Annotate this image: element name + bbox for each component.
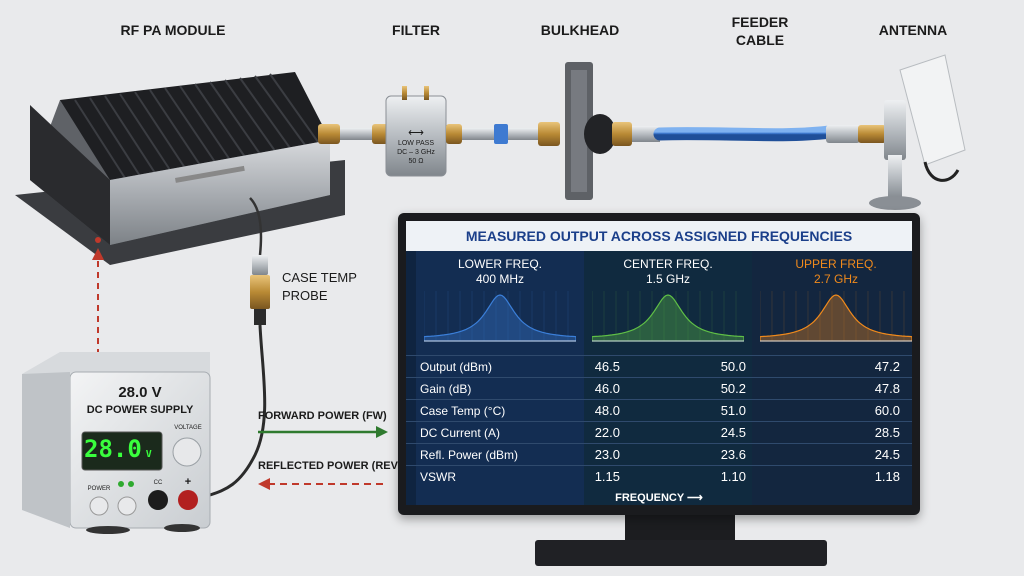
label-antenna: ANTENNA (878, 22, 948, 38)
psu-power-button[interactable] (90, 497, 108, 515)
label-cable: CABLE (735, 32, 785, 48)
psu-power-label: POWER (87, 486, 111, 492)
row-value: 50.2 (720, 381, 746, 396)
psu-title-voltage: 28.0 V (118, 384, 162, 401)
column-lower-freq: LOWER FREQ. 400 MHz (416, 251, 585, 505)
row-value: 51.0 (720, 403, 746, 418)
row-value: 50.0 (720, 359, 746, 374)
table-row: Case Temp (°C) 48.0 51.0 60.0 (406, 399, 912, 422)
coax-cable-filter-bulkhead (446, 122, 560, 146)
row-value: 1.15 (594, 469, 620, 484)
filter-impedance: 50 Ω (408, 158, 424, 165)
spectrum-curve (760, 294, 912, 342)
column-upper-freq: UPPER FREQ. 2.7 GHz (752, 251, 912, 505)
bulkhead-plate (565, 62, 632, 200)
column-upper-header: UPPER FREQ. 2.7 GHz (752, 257, 912, 287)
psu-display-unit: V (145, 449, 152, 460)
case-temp-probe (209, 197, 270, 497)
row-label: DC Current (A) (420, 426, 501, 440)
column-lower-freq-value: 400 MHz (475, 272, 525, 286)
table-row: VSWR 1.15 1.10 1.18 (406, 465, 912, 488)
row-label: Output (dBm) (420, 360, 493, 374)
label-bulkhead: BULKHEAD (540, 22, 620, 38)
rf-pa-module (15, 72, 345, 265)
row-value: 24.5 (720, 425, 746, 440)
psu-voltage-knob[interactable] (173, 438, 201, 466)
label-case-temp: CASE TEMP (282, 270, 357, 285)
label-forward-power: FORWARD POWER (FW) (258, 410, 387, 422)
psu-knob-label: VOLTAGE (174, 425, 202, 431)
row-label: VSWR (420, 470, 456, 484)
row-value: 28.5 (874, 425, 900, 440)
row-value: 1.10 (720, 469, 746, 484)
table-row: Refl. Power (dBm) 23.0 23.6 24.5 (406, 443, 912, 466)
row-value: 47.8 (874, 381, 900, 396)
monitor-stand-base (535, 540, 827, 566)
psu-cc-label: CC (153, 480, 163, 486)
psu-title-name: DC POWER SUPPLY (86, 404, 194, 416)
filter-type: LOW PASS (397, 140, 435, 147)
psu-display-number: 28.0 (84, 435, 142, 463)
row-value: 23.0 (594, 447, 620, 462)
column-lower-name: LOWER FREQ. (457, 257, 542, 271)
column-lower-header: LOWER FREQ. 400 MHz (416, 257, 584, 287)
monitor-screen: MEASURED OUTPUT ACROSS ASSIGNED FREQUENC… (406, 221, 912, 505)
row-value: 1.18 (874, 469, 900, 484)
reflected-power-arrow (258, 478, 388, 490)
label-filter: FILTER (392, 22, 440, 38)
spectrum-curve (424, 294, 576, 342)
feeder-cable (632, 125, 886, 143)
column-center-freq-value: 1.5 GHz (645, 272, 690, 286)
label-rf-pa-module: RF PA MODULE (120, 22, 226, 38)
spectrum-plot-lower (424, 291, 576, 342)
row-value: 23.6 (720, 447, 746, 462)
row-value: 24.5 (874, 447, 900, 462)
row-value: 48.0 (594, 403, 620, 418)
spectrum-curve (592, 294, 744, 342)
label-feeder: FEEDER (731, 14, 789, 30)
row-value: 22.0 (594, 425, 620, 440)
frequency-axis-label: FREQUENCY ⟶ (615, 492, 703, 504)
spectrum-plot-center (592, 291, 744, 342)
row-value: 47.2 (874, 359, 900, 374)
row-label: Gain (dB) (420, 382, 472, 396)
forward-power-arrow (258, 426, 388, 438)
psu-plus-label: + (184, 476, 192, 488)
dc-supply-to-pa-arrow (92, 248, 104, 355)
column-center-name: CENTER FREQ. (623, 257, 713, 271)
screen-title: MEASURED OUTPUT ACROSS ASSIGNED FREQUENC… (406, 221, 912, 251)
row-label: Case Temp (°C) (420, 404, 506, 418)
column-center-freq: CENTER FREQ. 1.5 GHz (584, 251, 753, 505)
column-upper-name: UPPER FREQ. (795, 257, 877, 271)
table-row: DC Current (A) 22.0 24.5 28.5 (406, 421, 912, 444)
column-upper-freq-value: 2.7 GHz (813, 272, 858, 286)
filter-range: DC – 3 GHz (397, 149, 435, 156)
dc-power-supply (22, 352, 211, 534)
table-row: Gain (dB) 46.0 50.2 47.8 (406, 377, 912, 400)
monitor-stand-neck (625, 515, 735, 543)
row-value: 46.0 (594, 381, 620, 396)
filter-arrow-icon: ⟷ (408, 127, 424, 139)
monitor: MEASURED OUTPUT ACROSS ASSIGNED FREQUENC… (398, 213, 920, 515)
column-center-header: CENTER FREQ. 1.5 GHz (584, 257, 752, 287)
table-row: Output (dBm) 46.5 50.0 47.2 (406, 355, 912, 378)
row-value: 46.5 (594, 359, 620, 374)
spectrum-plot-upper (760, 291, 912, 342)
label-reflected-power: REFLECTED POWER (REV) (258, 460, 402, 472)
row-value: 60.0 (874, 403, 900, 418)
coax-cable-pa-filter (318, 124, 388, 144)
antenna (869, 54, 966, 210)
label-probe: PROBE (282, 288, 328, 303)
row-label: Refl. Power (dBm) (420, 448, 519, 462)
